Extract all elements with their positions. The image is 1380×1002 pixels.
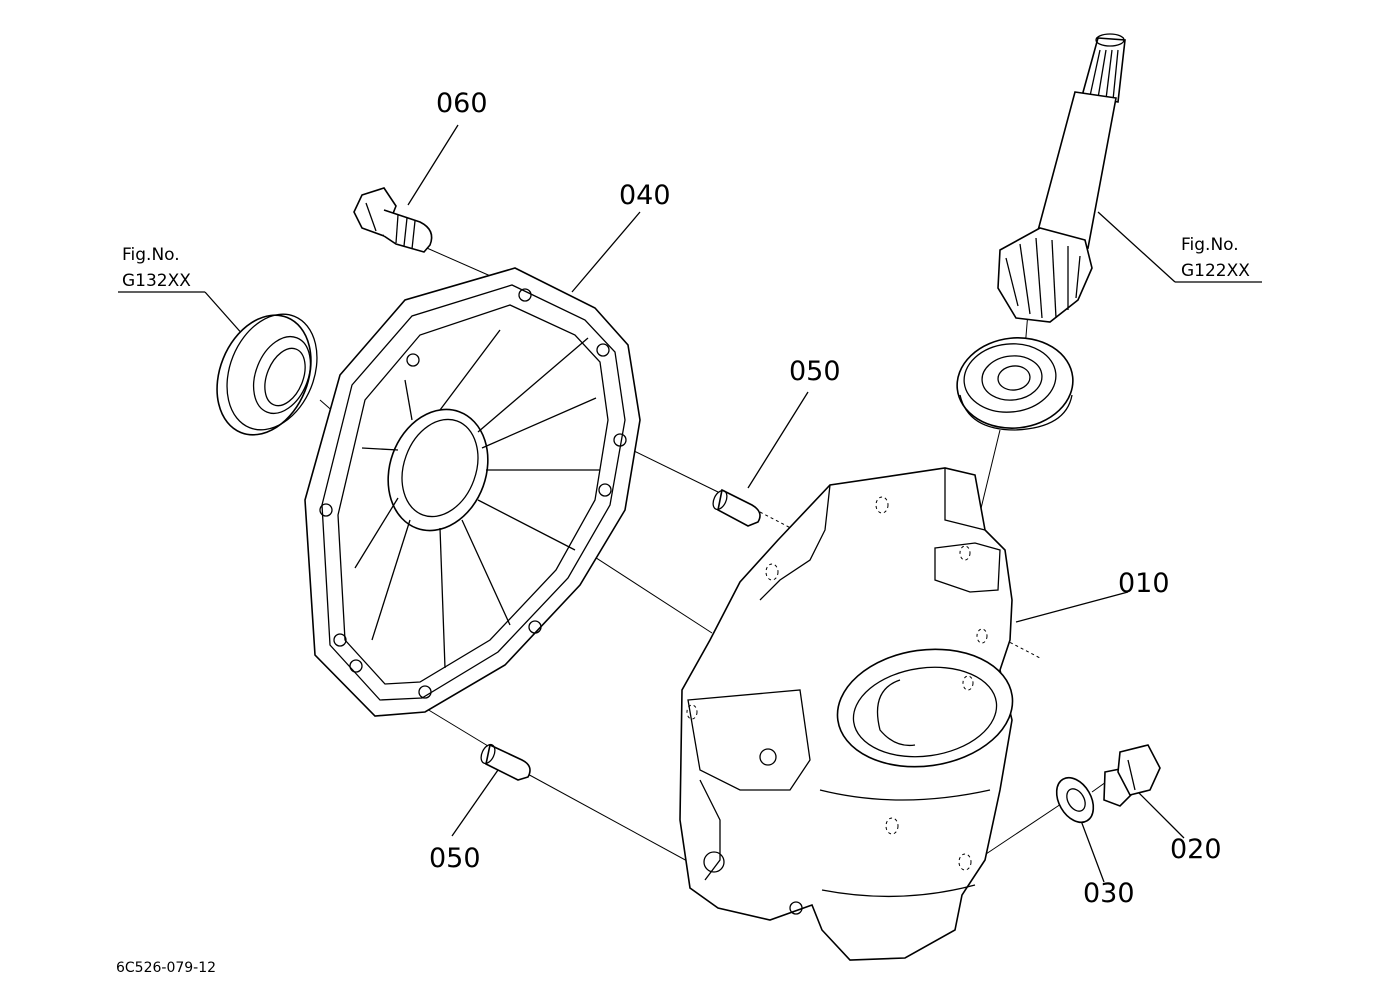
callout-leaders [118,124,1262,883]
cover-040-drawing [304,267,641,717]
fig-ref-left-line1: Fig.No. [122,245,180,265]
callout-030: 030 [1083,878,1135,909]
fig-ref-right-line2: G122XX [1181,261,1250,281]
callout-010: 010 [1118,568,1170,599]
pin-050-top-drawing [712,488,761,527]
callout-050-bottom: 050 [429,843,481,874]
washer-030-drawing [1055,776,1095,824]
pin-050-bottom-drawing [480,743,531,781]
figure-reference-right: Fig.No. G122XX [1181,235,1250,281]
bearing-drawing [956,337,1074,431]
bolt-060-drawing [353,187,433,253]
fig-ref-left-line2: G132XX [122,271,191,291]
housing-010-drawing [679,467,1014,961]
callout-060: 060 [436,88,488,119]
oil-seal-left-drawing [216,313,318,436]
callout-labels: 060 040 050 010 020 030 050 [429,88,1222,909]
plug-020-drawing [1103,744,1161,807]
callout-050-top: 050 [789,356,841,387]
figure-reference-left: Fig.No. G132XX [122,245,191,291]
shaft-gear-drawing [997,33,1126,323]
fig-ref-right-line1: Fig.No. [1181,235,1239,255]
callout-020: 020 [1170,834,1222,865]
callout-040: 040 [619,180,671,211]
drawing-code: 6C526-079-12 [116,960,216,976]
